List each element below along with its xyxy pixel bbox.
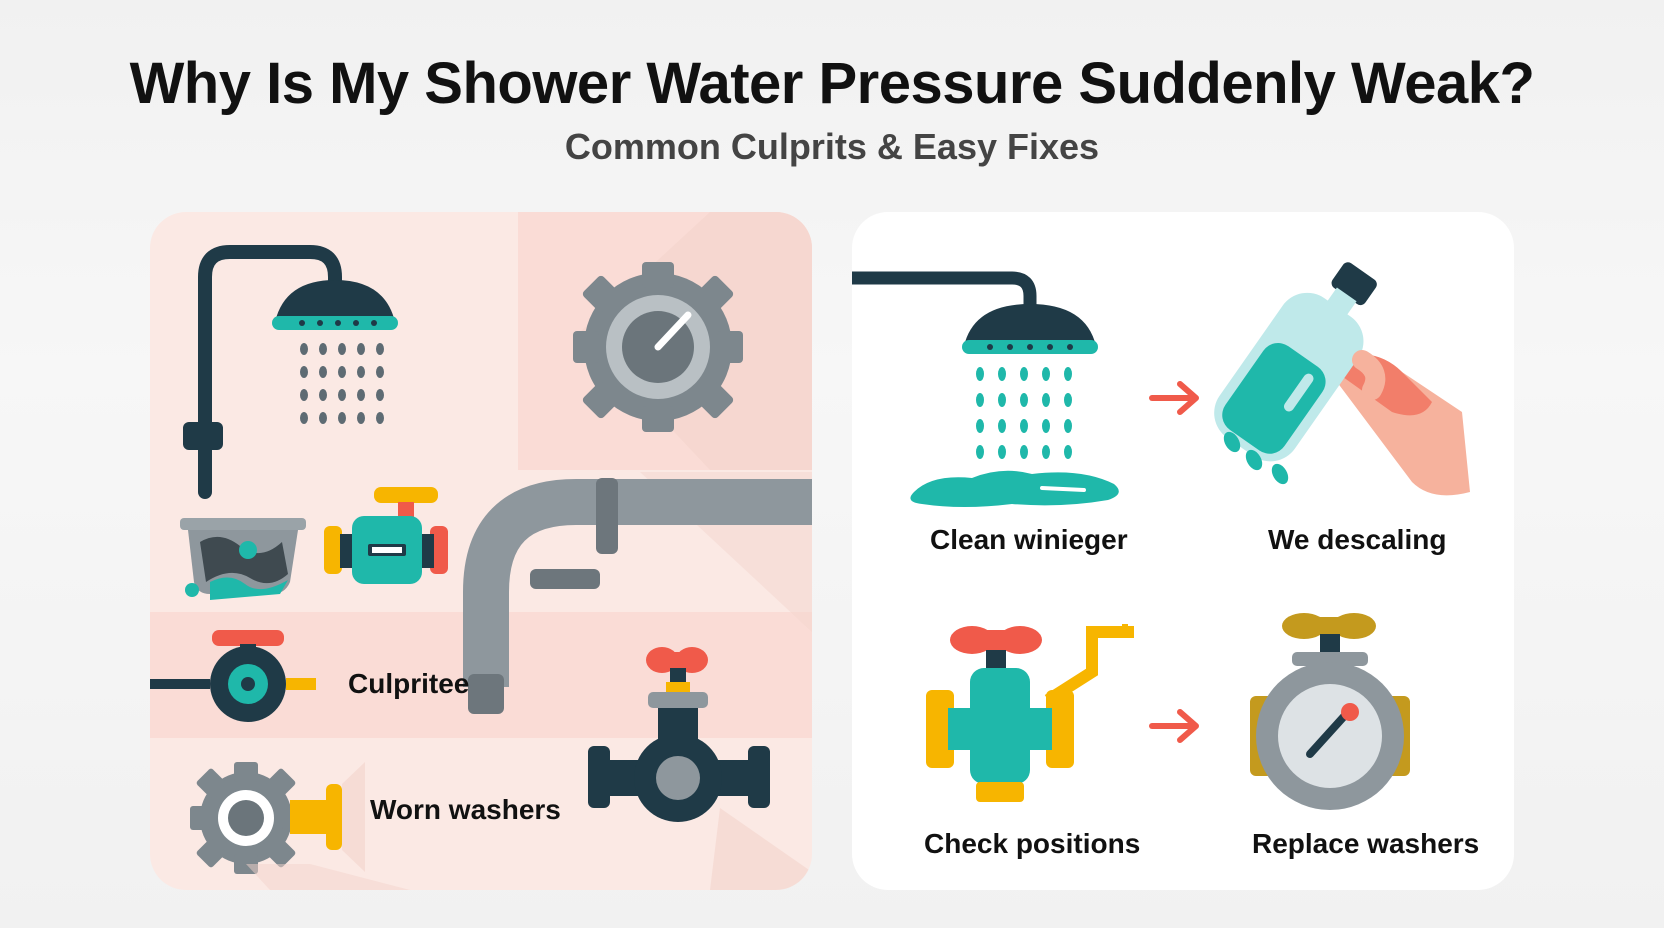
page-title: Why Is My Shower Water Pressure Suddenly…	[129, 51, 1535, 116]
fix-label-clean: Clean winieger	[930, 524, 1128, 555]
fix-label-replace-washers: Replace washers	[1252, 828, 1480, 859]
culprit-label: Culpritee	[348, 668, 470, 699]
worn-washers-label: Worn washers	[370, 794, 561, 825]
shower-head-icon	[183, 245, 398, 499]
inline-valve-icon	[150, 630, 316, 722]
pipe-icon	[463, 478, 812, 714]
fix-label-descaling: We descaling	[1268, 524, 1447, 555]
page-subtitle: Common Culprits & Easy Fixes	[564, 126, 1100, 167]
faucet-valve-icon	[588, 647, 812, 890]
pressure-gauge-icon	[1250, 613, 1410, 810]
clogged-drain-icon	[180, 518, 306, 600]
shower-head-icon	[852, 271, 1119, 507]
arrow-right-icon	[1149, 381, 1199, 415]
valve-icon	[324, 487, 448, 584]
culprits-panel: Culpritee Worn washers	[150, 212, 812, 890]
gear-gauge-icon	[573, 262, 743, 432]
spray-bottle-icon	[1214, 262, 1470, 496]
fixes-panel: Clean winieger We descaling Check positi…	[852, 212, 1514, 890]
arrow-right-icon	[1149, 709, 1199, 743]
fix-label-check-positions: Check positions	[924, 828, 1141, 859]
gear-icon	[190, 762, 410, 890]
valve-icon	[926, 624, 1134, 802]
